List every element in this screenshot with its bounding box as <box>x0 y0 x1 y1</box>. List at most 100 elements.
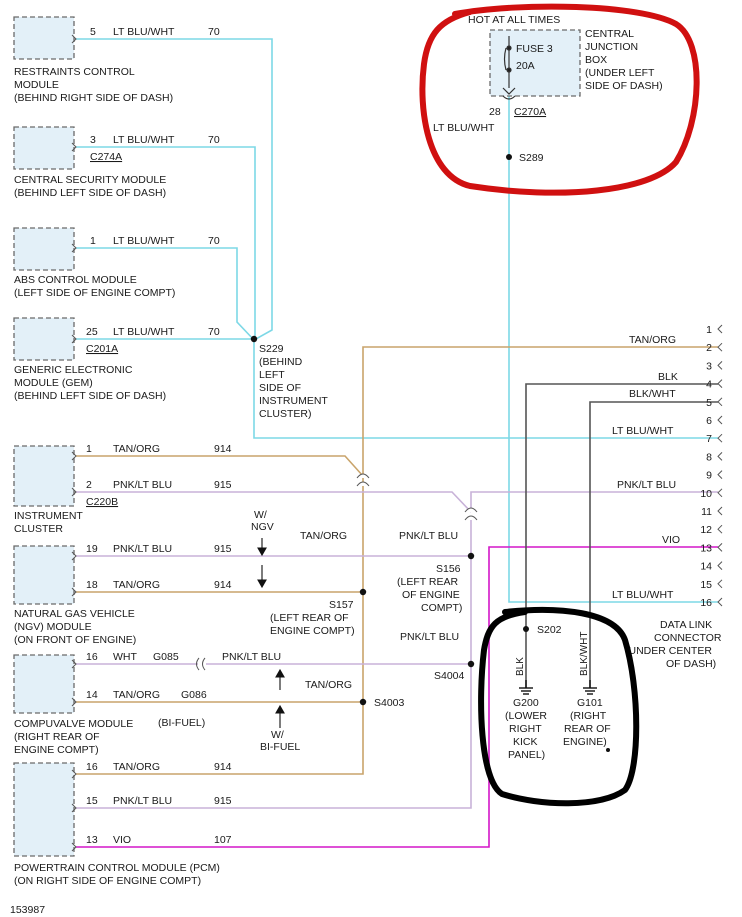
restraints-wire: LT BLU/WHT <box>113 26 175 38</box>
s156-loc2: OF ENGINE <box>402 589 460 601</box>
ngv-module-box <box>13 545 75 605</box>
compuvalve-name3: ENGINE COMPT) <box>14 744 99 756</box>
dlc-pin-9: 9 <box>706 470 712 482</box>
w-ngv-2: NGV <box>251 521 274 533</box>
gem-module-box <box>13 317 75 361</box>
dlc-wire5: BLK/WHT <box>629 388 676 400</box>
compuvalve-name: COMPUVALVE MODULE <box>14 718 133 730</box>
wire-vio <box>76 546 718 848</box>
compuvalve-wire2: TAN/ORG <box>113 689 160 701</box>
pcm-module-box <box>13 762 75 857</box>
s229-loc4: INSTRUMENT <box>259 395 328 407</box>
compuvalve-name2: (RIGHT REAR OF <box>14 731 100 743</box>
wire-security <box>76 146 256 340</box>
splice-s156-dot <box>467 552 475 560</box>
s157-label: S157 <box>329 599 354 611</box>
dlc-wire7: LT BLU/WHT <box>612 425 674 437</box>
dlc-pin-marks <box>717 324 723 607</box>
mid-tan-org-2: TAN/ORG <box>305 679 352 691</box>
ground-symbols <box>519 680 597 695</box>
pcm-circuit1: 914 <box>214 761 232 773</box>
cluster-wire1: TAN/ORG <box>113 443 160 455</box>
splice-s289-dot <box>506 154 512 160</box>
arrow-up-icon-2 <box>275 704 285 728</box>
ngv-name: NATURAL GAS VEHICLE <box>14 608 135 620</box>
ngv-wire2: TAN/ORG <box>113 579 160 591</box>
wire-dlc10 <box>470 491 718 508</box>
ngv-pin2: 18 <box>86 579 98 591</box>
connector-break-g085 <box>196 657 206 671</box>
g101-loc3: ENGINE) <box>563 736 607 748</box>
cjb-line1: CENTRAL <box>585 28 634 40</box>
g101-loc1: (RIGHT <box>570 710 607 722</box>
ngv-name2: (NGV) MODULE <box>14 621 92 633</box>
dlc-label2: CONNECTOR <box>654 632 722 644</box>
dlc-wire10: PNK/LT BLU <box>617 479 676 491</box>
cjb-line3: BOX <box>585 54 607 66</box>
cjb-line5: SIDE OF DASH) <box>585 80 663 92</box>
cluster-name2: CLUSTER <box>14 523 63 535</box>
security-connector: C274A <box>90 151 122 163</box>
dlc-pin-4: 4 <box>706 379 712 391</box>
s229-loc5: CLUSTER) <box>259 408 312 420</box>
security-module-box <box>13 126 75 170</box>
fuse-label: FUSE 3 <box>516 43 553 55</box>
restraints-module-box <box>13 16 75 60</box>
dlc-label4: OF DASH) <box>666 658 716 670</box>
dlc-pin-16: 16 <box>700 597 712 609</box>
cjb-pin: 28 <box>489 106 501 118</box>
splice-extra-dot <box>606 748 610 752</box>
dlc-wire2: TAN/ORG <box>629 334 676 346</box>
s229-loc1: (BEHIND <box>259 356 303 368</box>
cluster-wire2: PNK/LT BLU <box>113 479 172 491</box>
dlc-pin-11: 11 <box>701 506 712 518</box>
pcm-wire3: VIO <box>113 834 131 846</box>
ngv-circuit2: 914 <box>214 579 232 591</box>
s157-loc1: (LEFT REAR OF <box>270 612 349 624</box>
pin-marks <box>71 34 77 852</box>
wire-pink-main <box>76 520 472 809</box>
wire-blk <box>525 383 718 688</box>
restraints-name: RESTRAINTS CONTROL <box>14 66 135 78</box>
crossover-s157 <box>356 473 370 487</box>
s156-label: S156 <box>436 563 461 575</box>
compuvalve-pin2: 14 <box>86 689 98 701</box>
s156-loc1: (LEFT REAR <box>397 576 458 588</box>
g200-wire: BLK <box>515 657 526 676</box>
arrow-up-icon-1 <box>275 668 285 690</box>
pcm-loc: (ON RIGHT SIDE OF ENGINE COMPT) <box>14 875 201 887</box>
crossover-s156 <box>464 507 478 521</box>
dlc-pin-7: 7 <box>706 433 712 445</box>
cluster-pin1: 1 <box>86 443 92 455</box>
compuvalve-pin1: 16 <box>86 651 98 663</box>
wire-crossovers <box>196 473 478 671</box>
gem-circuit: 70 <box>208 326 220 338</box>
dlc-label1: DATA LINK <box>660 619 712 631</box>
g200-loc4: PANEL) <box>508 749 545 761</box>
ngv-loc: (ON FRONT OF ENGINE) <box>14 634 136 646</box>
abs-name: ABS CONTROL MODULE <box>14 274 137 286</box>
g101-wire: BLK/WHT <box>579 632 590 676</box>
g200-loc3: KICK <box>513 736 538 748</box>
s289-label: S289 <box>519 152 544 164</box>
cluster-circuit1: 914 <box>214 443 232 455</box>
mid-tan-org-1: TAN/ORG <box>300 530 347 542</box>
cluster-module-box <box>13 445 75 507</box>
dlc-pin-8: 8 <box>706 451 712 463</box>
abs-wire: LT BLU/WHT <box>113 235 175 247</box>
splice-s4004-dot <box>467 660 475 668</box>
mid-pnk-lt-blu-1: PNK/LT BLU <box>399 530 458 542</box>
compuvalve-circuit2: G086 <box>181 689 207 701</box>
mid-pnk-lt-blu-2: PNK/LT BLU <box>400 631 459 643</box>
gem-wire: LT BLU/WHT <box>113 326 175 338</box>
red-circle-annotation <box>419 3 700 196</box>
w-ngv-1: W/ <box>254 509 267 521</box>
pcm-pin3: 13 <box>86 834 98 846</box>
dlc-wire4: BLK <box>658 371 678 383</box>
splice-s229-dot <box>250 335 258 343</box>
security-circuit: 70 <box>208 134 220 146</box>
s229-loc2: LEFT <box>259 369 285 381</box>
cjb-wire: LT BLU/WHT <box>433 122 495 134</box>
wire-s229-to-dlc7 <box>253 340 718 439</box>
